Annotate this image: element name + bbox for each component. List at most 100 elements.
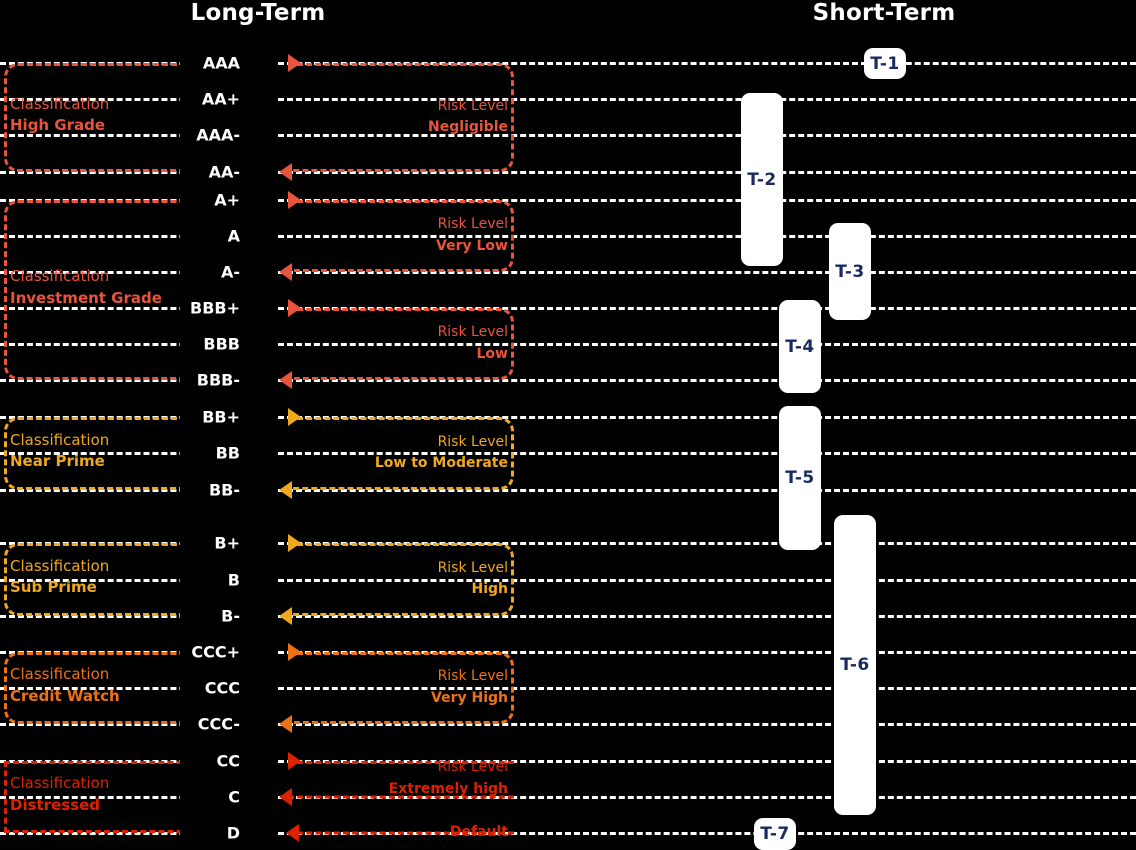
short-term-bar: T-5 bbox=[779, 406, 821, 550]
gridline bbox=[0, 235, 1136, 238]
short-term-bar: T-3 bbox=[829, 223, 871, 320]
rating-label-backdrop bbox=[180, 640, 276, 664]
risk-arrow-bottom bbox=[279, 163, 292, 181]
short-term-label: T-1 bbox=[870, 53, 900, 74]
risk-connector bbox=[288, 831, 514, 835]
risk-value: Low bbox=[476, 345, 508, 362]
risk-arrow-top bbox=[288, 752, 301, 770]
risk-bracket bbox=[288, 761, 514, 764]
classification-kicker: Classification bbox=[10, 94, 110, 113]
gridline bbox=[0, 760, 1136, 763]
risk-value: Negligible bbox=[428, 119, 508, 136]
rating-label-backdrop bbox=[180, 568, 276, 592]
gridline bbox=[0, 489, 1136, 492]
risk-kicker: Risk Level bbox=[437, 216, 508, 232]
rating-label-backdrop bbox=[180, 441, 276, 465]
risk-block: Default bbox=[450, 822, 508, 844]
gridline bbox=[0, 832, 1136, 835]
classification-name: Distressed bbox=[10, 795, 101, 814]
gridline bbox=[0, 452, 1136, 455]
rating-label: AA+ bbox=[201, 89, 240, 109]
classification-bracket bbox=[4, 543, 228, 616]
rating-label: C bbox=[228, 787, 240, 807]
rating-label-backdrop bbox=[180, 260, 276, 284]
risk-value: Default bbox=[449, 824, 508, 840]
rating-label-backdrop bbox=[180, 51, 276, 75]
gridline bbox=[0, 687, 1136, 690]
risk-kicker: Risk Level bbox=[437, 433, 508, 450]
rating-label: CCC- bbox=[197, 714, 240, 734]
rating-label-backdrop bbox=[180, 123, 276, 147]
rating-label-backdrop bbox=[180, 604, 276, 628]
risk-arrow-bottom bbox=[279, 788, 292, 806]
risk-arrow-top bbox=[288, 191, 301, 209]
classification-name: High Grade bbox=[10, 116, 106, 135]
gridline bbox=[0, 343, 1136, 346]
gridline bbox=[0, 579, 1136, 582]
rating-label-backdrop bbox=[180, 478, 276, 502]
risk-value: High bbox=[471, 581, 508, 598]
rating-label: A bbox=[227, 226, 240, 246]
risk-bracket bbox=[288, 652, 514, 724]
gridline bbox=[0, 723, 1136, 726]
risk-arrow-top bbox=[288, 534, 301, 552]
rating-label-backdrop bbox=[180, 296, 276, 320]
classification-name: Investment Grade bbox=[10, 288, 162, 307]
classification-kicker: Classification bbox=[10, 665, 110, 683]
rating-label: CCC+ bbox=[191, 642, 240, 662]
gridline bbox=[0, 615, 1136, 618]
rating-label: BBB+ bbox=[190, 298, 240, 318]
rating-label: BB+ bbox=[202, 407, 240, 427]
short-term-heading: Short-Term bbox=[812, 0, 956, 26]
rating-label: BB bbox=[215, 443, 240, 463]
rating-label: BBB bbox=[203, 334, 240, 354]
gridline bbox=[0, 62, 1136, 65]
classification-name: Sub Prime bbox=[10, 578, 97, 597]
risk-arrow-bottom bbox=[279, 371, 292, 389]
rating-label: B- bbox=[221, 606, 240, 626]
rating-label: AAA bbox=[202, 53, 240, 73]
risk-value: Very High bbox=[431, 689, 508, 706]
risk-arrow-top bbox=[288, 299, 301, 317]
gridline bbox=[0, 379, 1136, 382]
classification-bracket bbox=[4, 200, 228, 380]
rating-label: A+ bbox=[214, 190, 240, 210]
short-term-label: T-5 bbox=[785, 468, 815, 488]
short-term-bar: T-7 bbox=[754, 818, 796, 850]
risk-kicker: Risk Level bbox=[437, 97, 508, 114]
classification-bracket bbox=[4, 652, 228, 724]
risk-bracket bbox=[288, 200, 514, 272]
gridline bbox=[0, 416, 1136, 419]
gridline bbox=[0, 796, 1136, 799]
risk-connector bbox=[288, 795, 514, 799]
rating-label: D bbox=[226, 823, 240, 843]
rating-label-backdrop bbox=[180, 821, 276, 845]
gridline bbox=[0, 271, 1136, 274]
rating-label: CCC bbox=[204, 678, 240, 698]
rating-label-backdrop bbox=[180, 224, 276, 248]
rating-label-backdrop bbox=[180, 749, 276, 773]
gridline bbox=[0, 542, 1136, 545]
gridline bbox=[0, 307, 1136, 310]
rating-label-backdrop bbox=[180, 676, 276, 700]
classification-name: Credit Watch bbox=[10, 686, 120, 705]
risk-kicker: Risk Level bbox=[437, 559, 508, 576]
rating-label: BB- bbox=[208, 480, 240, 500]
classification-kicker: Classification bbox=[10, 267, 110, 285]
risk-kicker: Risk Level bbox=[437, 759, 508, 775]
classification-kicker: Classification bbox=[10, 430, 110, 449]
rating-label-backdrop bbox=[180, 332, 276, 356]
rating-label: AA- bbox=[208, 162, 240, 182]
rating-label-backdrop bbox=[180, 785, 276, 809]
classification-bracket bbox=[4, 63, 228, 172]
classification-bracket bbox=[4, 417, 228, 490]
